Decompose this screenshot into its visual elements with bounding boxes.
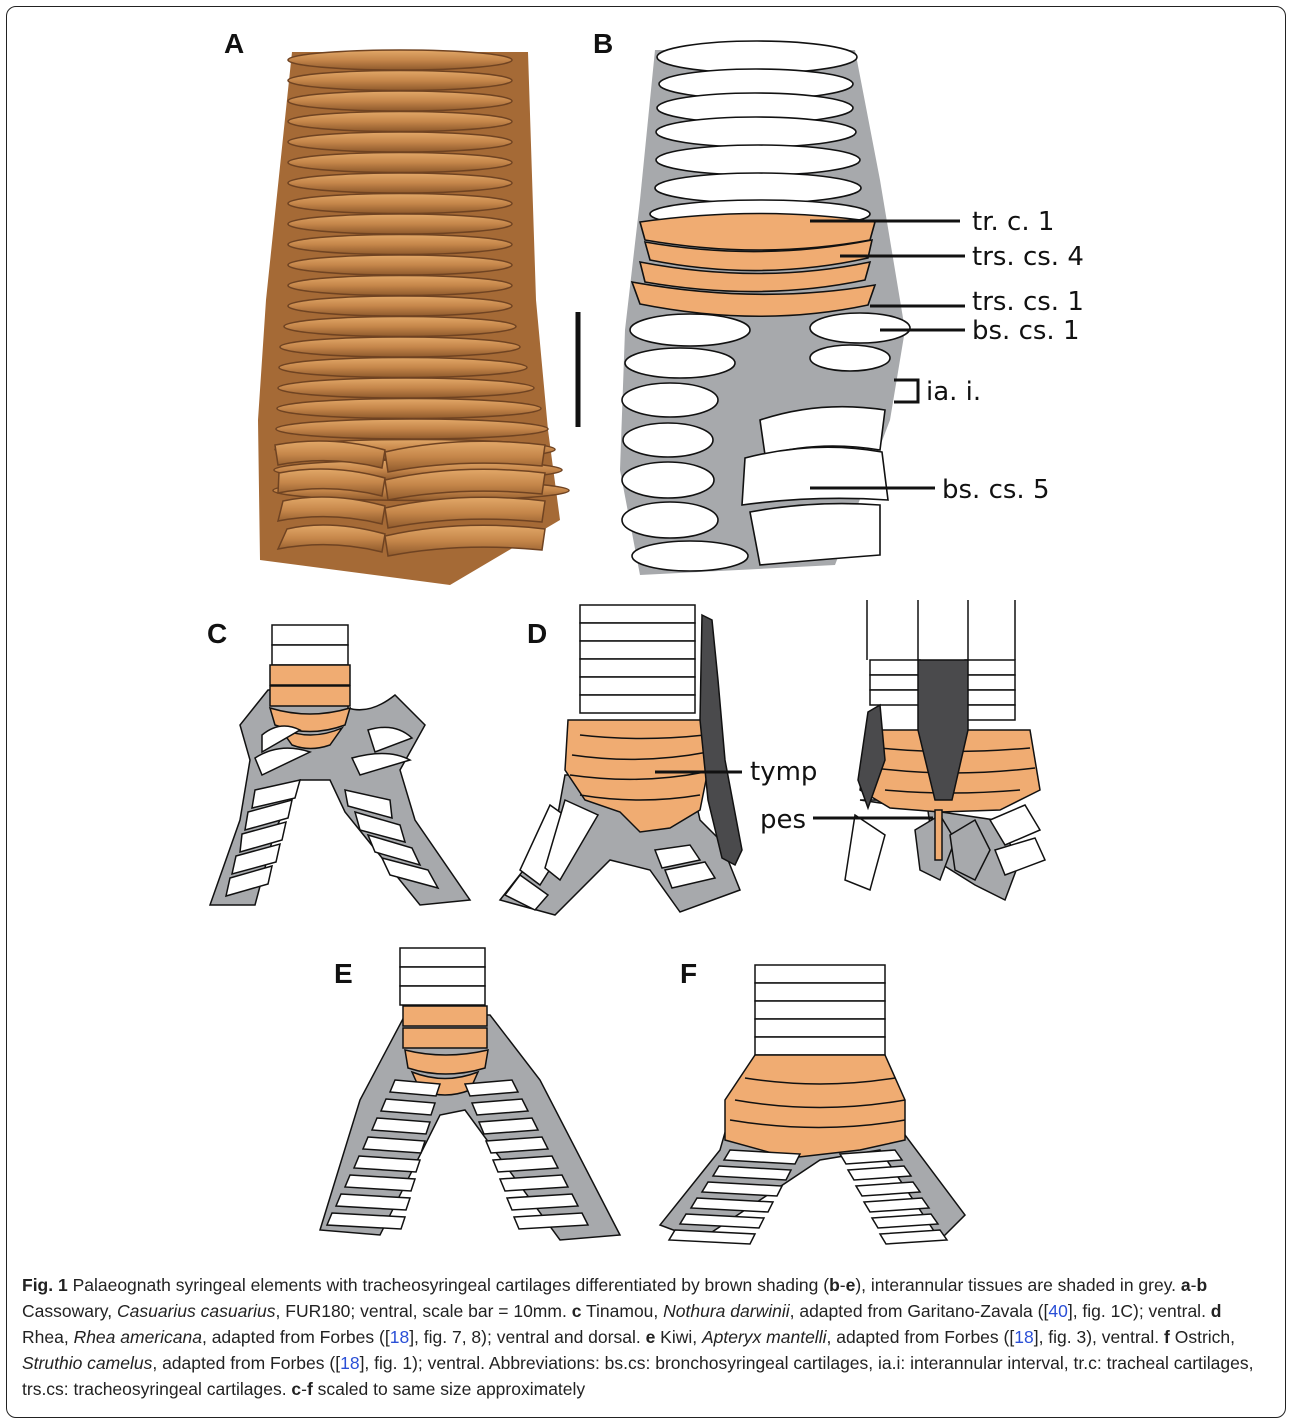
caption-species: Nothura darwinii xyxy=(663,1301,789,1321)
cartilage-ring xyxy=(288,173,512,193)
caption-text: Tinamou, xyxy=(581,1301,663,1321)
caption-panel-ref: b xyxy=(829,1275,840,1295)
bronchus-ring xyxy=(669,1230,755,1244)
caption-panel-ref: c xyxy=(291,1379,301,1399)
caption-species: Apteryx mantelli xyxy=(702,1327,827,1347)
cartilage-ring xyxy=(276,419,548,439)
panel-c-drawing xyxy=(210,625,470,905)
cartilage-ring xyxy=(277,399,541,419)
cartilage-ring xyxy=(288,153,512,173)
panel-b-drawing xyxy=(620,41,910,575)
label-trscs4: trs. cs. 4 xyxy=(972,242,1084,272)
caption-panel-ref: b xyxy=(1196,1275,1207,1295)
citation-link[interactable]: 18 xyxy=(340,1353,359,1373)
caption-panel-ref: e xyxy=(646,1327,656,1347)
caption-text: ], fig. 1C); ventral. xyxy=(1068,1301,1211,1321)
panel-f-drawing xyxy=(660,965,965,1244)
bronchus-ring xyxy=(872,1214,938,1228)
caption-text: , adapted from Forbes ( xyxy=(202,1327,385,1347)
caption-fig-label: Fig. 1 xyxy=(22,1275,68,1295)
label-bscs5: bs. cs. 5 xyxy=(942,475,1050,505)
caption-panel-ref: c xyxy=(572,1301,582,1321)
label-bscs1: bs. cs. 1 xyxy=(972,316,1080,346)
cartilage-ring xyxy=(288,255,512,275)
caption-text: scaled to same size approximately xyxy=(313,1379,585,1399)
cartilage-ring xyxy=(288,71,512,91)
cartilage-ring xyxy=(288,91,512,111)
label-pes: pes xyxy=(760,805,806,835)
caption-species: Casuarius casuarius xyxy=(117,1301,276,1321)
label-iai: ia. i. xyxy=(926,377,981,407)
caption-text: , adapted from Garitano-Zavala ( xyxy=(790,1301,1044,1321)
label-trc1: tr. c. 1 xyxy=(972,207,1054,237)
panel-d-ventral xyxy=(500,605,742,915)
panel-letter-d: D xyxy=(527,618,547,649)
cartilage-ring xyxy=(288,235,512,255)
panel-a-render xyxy=(258,50,569,585)
caption-text: Kiwi, xyxy=(655,1327,702,1347)
caption-panel-ref: a xyxy=(1181,1275,1191,1295)
panel-letter-f: F xyxy=(680,958,697,989)
citation-link[interactable]: 40 xyxy=(1048,1301,1067,1321)
panel-letter-c: C xyxy=(207,618,227,649)
cartilage-ring xyxy=(279,358,527,378)
caption-species: Rhea americana xyxy=(74,1327,202,1347)
caption-text: ), interannular tissues are shaded in gr… xyxy=(855,1275,1181,1295)
panel-letter-b: B xyxy=(593,28,613,59)
caption-text: ], fig. 3), ventral. xyxy=(1034,1327,1164,1347)
panel-letter-e: E xyxy=(334,958,353,989)
panel-d-dorsal xyxy=(813,600,1045,900)
caption-text: Cassowary, xyxy=(22,1301,117,1321)
caption-text: , adapted from Forbes ( xyxy=(826,1327,1009,1347)
panel-e-drawing xyxy=(320,948,620,1240)
caption-text: , adapted from Forbes ( xyxy=(152,1353,335,1373)
caption-text: ], fig. 7, 8); ventral and dorsal. xyxy=(409,1327,645,1347)
caption-species: Struthio camelus xyxy=(22,1353,152,1373)
cartilage-ring xyxy=(280,337,520,357)
caption-panel-ref: e xyxy=(846,1275,856,1295)
panel-letter-a: A xyxy=(224,28,244,59)
cartilage-ring xyxy=(288,194,512,214)
cartilage-ring xyxy=(284,317,516,337)
caption-text: , FUR180; ventral, scale bar = 10mm. xyxy=(276,1301,572,1321)
figure-caption: Fig. 1 Palaeognath syringeal elements wi… xyxy=(22,1272,1272,1402)
cartilage-ring xyxy=(288,296,512,316)
cartilage-ring xyxy=(288,50,512,70)
figure-illustration: tr. c. 1 trs. cs. 4 trs. cs. 1 bs. cs. 1… xyxy=(0,0,1292,1270)
cartilage-ring xyxy=(288,112,512,132)
caption-text: Rhea, xyxy=(22,1327,74,1347)
caption-text: Ostrich, xyxy=(1170,1327,1235,1347)
citation-link[interactable]: 18 xyxy=(390,1327,409,1347)
cartilage-ring xyxy=(288,132,512,152)
cartilage-ring xyxy=(288,276,512,296)
caption-panel-ref: d xyxy=(1211,1301,1222,1321)
label-tymp: tymp xyxy=(750,757,817,787)
citation-link[interactable]: 18 xyxy=(1014,1327,1033,1347)
label-trscs1: trs. cs. 1 xyxy=(972,287,1084,317)
cartilage-ring xyxy=(288,214,512,234)
cartilage-ring xyxy=(278,378,534,398)
bronchus-ring xyxy=(880,1230,947,1244)
caption-text: Palaeognath syringeal elements with trac… xyxy=(68,1275,829,1295)
